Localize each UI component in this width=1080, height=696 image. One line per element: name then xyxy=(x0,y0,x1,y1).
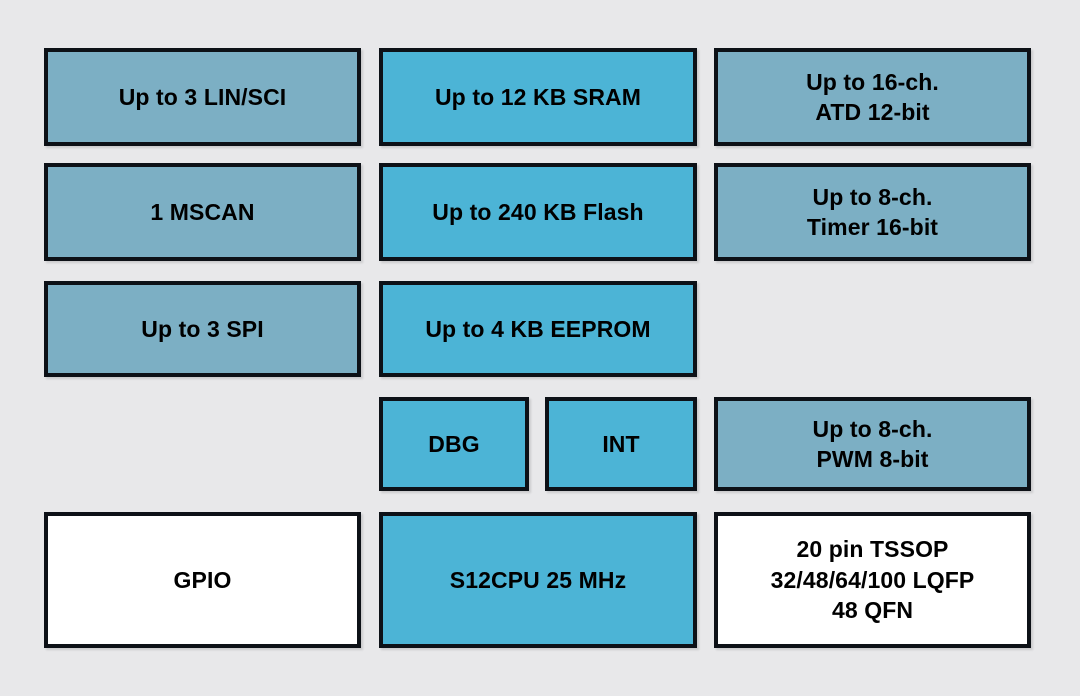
block-eeprom-label: Up to 4 KB EEPROM xyxy=(425,315,651,342)
block-flash[interactable]: Up to 240 KB Flash xyxy=(379,163,697,261)
block-dbg-label: DBG xyxy=(428,430,480,457)
block-timer[interactable]: Up to 8-ch. Timer 16-bit xyxy=(714,163,1031,261)
block-pwm-label: Up to 8-ch. PWM 8-bit xyxy=(812,415,933,472)
block-atd[interactable]: Up to 16-ch. ATD 12-bit xyxy=(714,48,1031,146)
block-sram[interactable]: Up to 12 KB SRAM xyxy=(379,48,697,146)
block-gpio[interactable]: GPIO xyxy=(44,512,361,648)
block-pwm[interactable]: Up to 8-ch. PWM 8-bit xyxy=(714,397,1031,491)
block-cpu[interactable]: S12CPU 25 MHz xyxy=(379,512,697,648)
block-dbg[interactable]: DBG xyxy=(379,397,529,491)
block-cpu-label: S12CPU 25 MHz xyxy=(449,566,627,593)
block-int[interactable]: INT xyxy=(545,397,697,491)
block-mscan-label: 1 MSCAN xyxy=(150,198,255,225)
block-lin-sci-label: Up to 3 LIN/SCI xyxy=(118,83,287,110)
block-mscan[interactable]: 1 MSCAN xyxy=(44,163,361,261)
block-packages[interactable]: 20 pin TSSOP 32/48/64/100 LQFP 48 QFN xyxy=(714,512,1031,648)
block-gpio-label: GPIO xyxy=(173,566,232,593)
block-lin-sci[interactable]: Up to 3 LIN/SCI xyxy=(44,48,361,146)
block-spi-label: Up to 3 SPI xyxy=(141,315,264,342)
block-sram-label: Up to 12 KB SRAM xyxy=(434,83,642,110)
block-timer-label: Up to 8-ch. Timer 16-bit xyxy=(806,183,939,240)
block-packages-label: 20 pin TSSOP 32/48/64/100 LQFP 48 QFN xyxy=(770,536,975,624)
block-int-label: INT xyxy=(602,430,640,457)
block-eeprom[interactable]: Up to 4 KB EEPROM xyxy=(379,281,697,377)
block-flash-label: Up to 240 KB Flash xyxy=(432,198,644,225)
block-spi[interactable]: Up to 3 SPI xyxy=(44,281,361,377)
block-atd-label: Up to 16-ch. ATD 12-bit xyxy=(806,68,939,125)
